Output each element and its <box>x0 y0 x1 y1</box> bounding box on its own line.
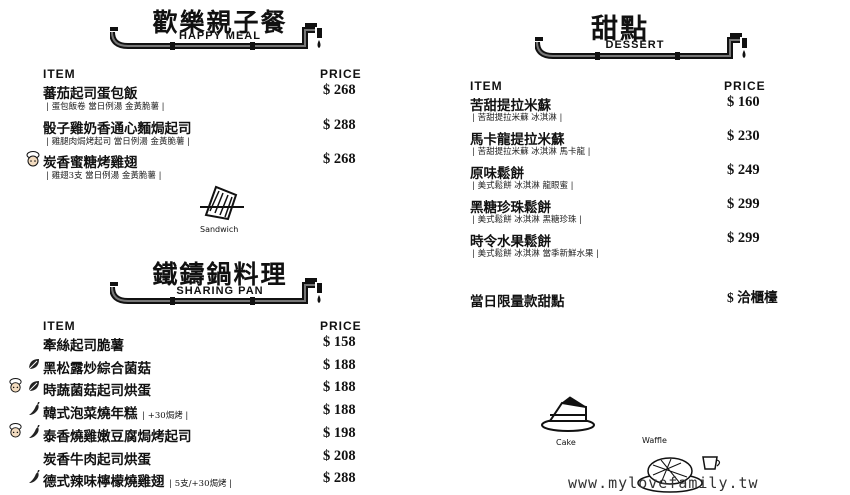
menu-item-price: $ 299 <box>727 196 760 212</box>
menu-item-name: 時蔬菌菇起司烘蛋 <box>43 383 151 399</box>
leaf-icon <box>28 381 39 392</box>
leaf-icon <box>28 359 39 370</box>
menu-item-desc: | 蛋包飯卷 當日例湯 金黃脆薯 | <box>46 102 165 112</box>
chef-kid-icon <box>9 423 22 438</box>
menu-item-price: $ 208 <box>323 448 356 464</box>
dessert-item-header: ITEM <box>470 79 503 93</box>
happy-meal-item-header: ITEM <box>43 67 76 81</box>
sharing-pan-item-header: ITEM <box>43 319 76 333</box>
dessert-title: 甜點 <box>591 14 649 45</box>
waffle-label: Waffle <box>642 436 667 445</box>
menu-item-name: 炭香蜜糖烤雞翅 <box>43 155 138 171</box>
menu-item-name-text: 德式辣味檸檬燒雞翅 <box>43 474 165 490</box>
menu-item-desc: | 美式鬆餅 冰淇淋 當季新鮮水果 | <box>472 249 600 259</box>
menu-item-price: $ 268 <box>323 151 356 167</box>
menu-item-desc: | 雞腿肉焗烤起司 當日例湯 金黃脆薯 | <box>46 137 191 147</box>
sandwich-label: Sandwich <box>200 225 239 234</box>
menu-item-price: $ 288 <box>323 117 356 133</box>
menu-item-price: $ 188 <box>323 357 356 373</box>
menu-item-name: 蕃茄起司蛋包飯 <box>43 86 138 102</box>
menu-item-desc: | 雞翅3支 當日例湯 金黃脆薯 | <box>46 171 162 181</box>
menu-item-name: 泰香燒雞嫩豆腐焗烤起司 <box>43 429 192 445</box>
chili-icon <box>29 470 40 483</box>
menu-item-extra: | +30焗烤 | <box>142 411 189 421</box>
menu-item-extra: | 5支/+30焗烤 | <box>169 479 233 489</box>
menu-item-name: 苦甜提拉米蘇 <box>470 98 551 114</box>
daily-dessert-price: $ 洽櫃檯 <box>727 290 778 305</box>
menu-item-desc: | 美式鬆餅 冰淇淋 龍眼蜜 | <box>472 181 574 191</box>
menu-item-price: $ 249 <box>727 162 760 178</box>
chef-kid-icon <box>9 378 22 393</box>
menu-item-name: 黑糖珍珠鬆餅 <box>470 200 551 216</box>
chili-icon <box>29 402 40 415</box>
happy-meal-title: 歡樂親子餐 <box>152 8 288 37</box>
menu-item-price: $ 299 <box>727 230 760 246</box>
menu-item-desc: | 苦甜提拉米蘇 冰淇淋 馬卡龍 | <box>472 147 591 157</box>
pipe-faucet-icon <box>110 278 322 305</box>
menu-item-name: 炭香牛肉起司烘蛋 <box>43 452 151 468</box>
menu-item-name: 德式辣味檸檬燒雞翅 | 5支/+30焗烤 | <box>43 470 232 490</box>
menu-item-price: $ 230 <box>727 128 760 144</box>
cake-doodle-icon <box>541 396 595 432</box>
menu-item-price: $ 288 <box>323 470 356 486</box>
menu-item-name: 馬卡龍提拉米蘇 <box>470 132 565 148</box>
menu-item-name: 骰子雞奶香通心麵焗起司 <box>43 121 192 137</box>
watermark-text: www.mylovefamily.tw <box>568 474 759 492</box>
menu-item-price: $ 268 <box>323 82 356 98</box>
menu-item-name: 牽絲起司脆薯 <box>43 338 124 354</box>
menu-item-desc: | 苦甜提拉米蘇 冰淇淋 | <box>472 113 563 123</box>
sharing-pan-title: 鐵鑄鍋料理 <box>152 260 288 289</box>
menu-item-name: 黑松露炒綜合菌菇 <box>43 361 151 377</box>
menu-item-price: $ 160 <box>727 94 760 110</box>
menu-item-name: 原味鬆餅 <box>470 166 524 182</box>
menu-item-price: $ 188 <box>323 402 356 418</box>
menu-item-name: 韓式泡菜燒年糕 | +30焗烤 | <box>43 402 188 422</box>
menu-item-price: $ 158 <box>323 334 356 350</box>
menu-item-price: $ 188 <box>323 379 356 395</box>
sandwich-doodle-icon <box>200 185 244 221</box>
sharing-pan-subtitle: SHARING PAN <box>176 285 264 297</box>
pipe-faucet-icon <box>535 33 747 60</box>
chef-kid-icon <box>26 151 40 167</box>
dessert-subtitle: DESSERT <box>605 39 665 51</box>
pipe-faucet-icon <box>110 23 322 50</box>
waffle-doodle-icon <box>637 456 721 493</box>
menu-item-desc: | 美式鬆餅 冰淇淋 黑糖珍珠 | <box>472 215 583 225</box>
sharing-pan-price-header: PRICE <box>320 319 362 333</box>
menu-item-price: $ 198 <box>323 425 356 441</box>
chili-icon <box>29 425 40 438</box>
menu-item-name: 時令水果鬆餅 <box>470 234 551 250</box>
daily-dessert-name: 當日限量款甜點 <box>470 294 565 310</box>
menu-item-name-text: 韓式泡菜燒年糕 <box>43 406 138 422</box>
dessert-price-header: PRICE <box>724 79 766 93</box>
happy-meal-subtitle: HAPPY MEAL <box>179 30 261 42</box>
cake-label: Cake <box>556 438 576 447</box>
happy-meal-price-header: PRICE <box>320 67 362 81</box>
